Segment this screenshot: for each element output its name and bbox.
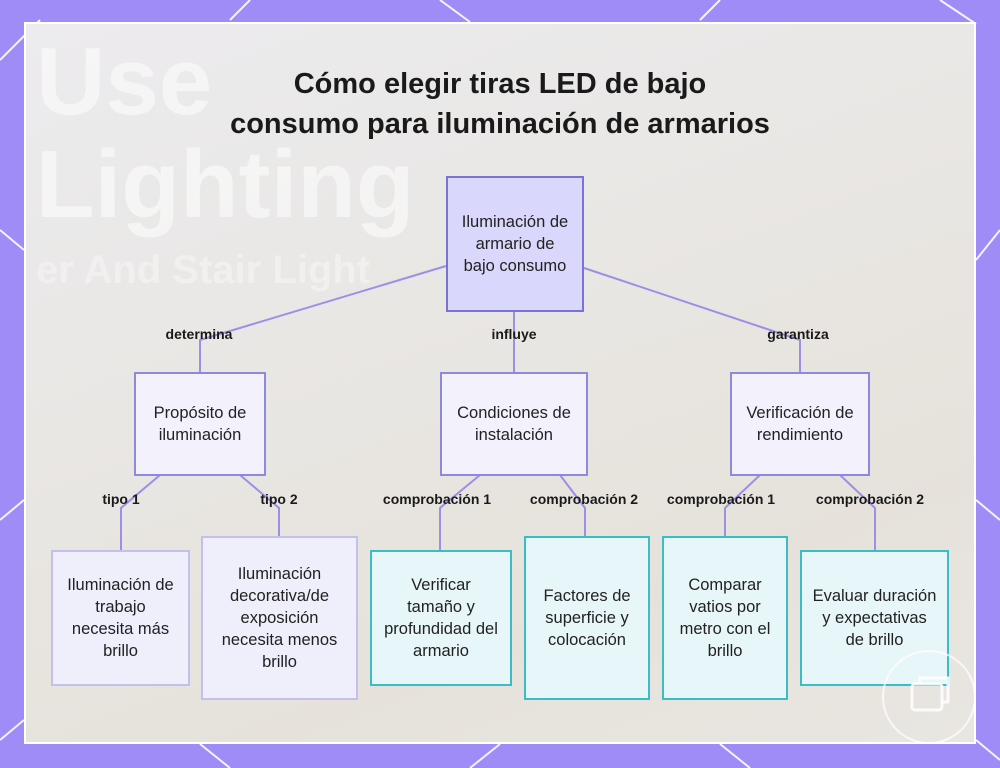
node-watts-per-meter: Comparar vatios por metro con el brillo [662,536,788,700]
link-installation-to-size [440,475,480,550]
link-verification-to-lifetime [840,475,875,550]
link-root-to-purpose [200,266,446,372]
edge-label-tipo-1: tipo 1 [102,491,139,507]
node-verification: Verificación de rendimiento [730,372,870,476]
edge-label-influye: influye [491,326,536,342]
edge-label-verification-check-1: comprobación 1 [667,491,775,507]
node-installation: Condiciones de instalación [440,372,588,476]
edge-label-tipo-2: tipo 2 [260,491,297,507]
edge-label-installation-check-2: comprobación 2 [530,491,638,507]
node-cabinet-size: Verificar tamaño y profundidad del armar… [370,550,512,686]
link-root-to-verification [584,268,800,372]
edge-label-verification-check-2: comprobación 2 [816,491,924,507]
node-root: Iluminación de armario de bajo consumo [446,176,584,312]
node-decorative-lighting: Iluminación decorativa/de exposición nec… [201,536,358,700]
node-surface-factors: Factores de superficie y colocación [524,536,650,700]
watermark-logo-icon [884,652,974,742]
link-purpose-to-task [121,475,160,550]
watermark-logo [882,650,976,744]
edge-label-installation-check-1: comprobación 1 [383,491,491,507]
node-purpose: Propósito de iluminación [134,372,266,476]
edge-label-garantiza: garantiza [767,326,828,342]
edge-label-determina: determina [166,326,233,342]
node-task-lighting: Iluminación de trabajo necesita más bril… [51,550,190,686]
